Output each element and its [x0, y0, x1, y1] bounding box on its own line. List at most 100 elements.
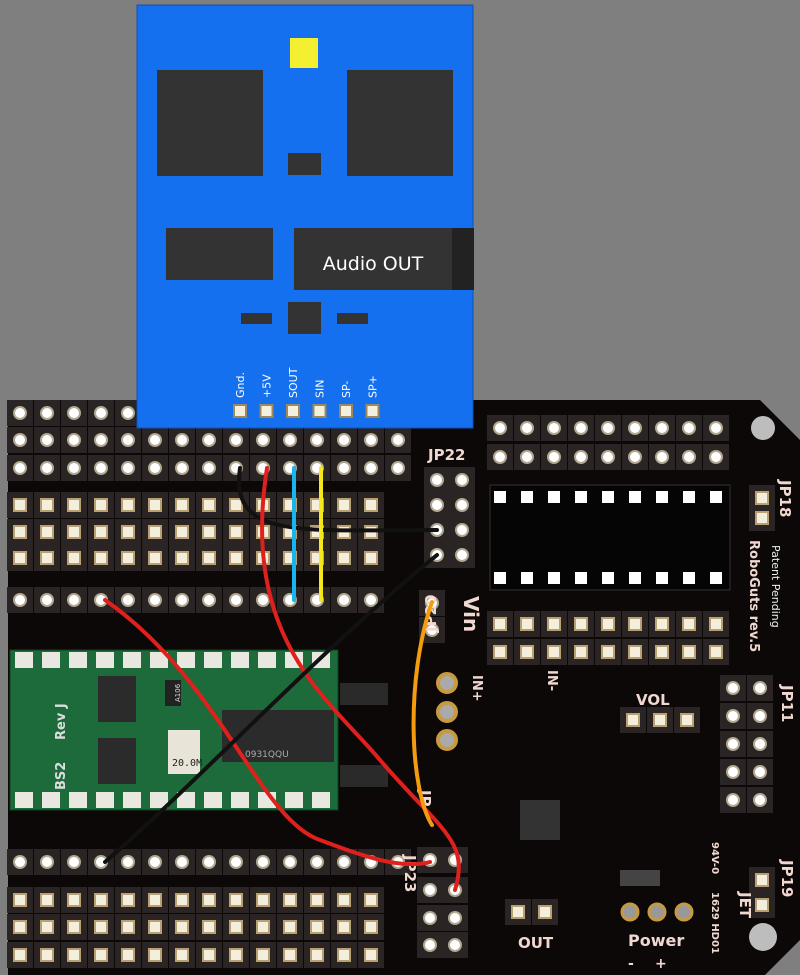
pin-pad	[601, 617, 615, 631]
bs2-pin	[69, 652, 87, 668]
pin-hole	[13, 433, 27, 447]
pin-hole	[601, 421, 615, 435]
pin-hole	[229, 433, 243, 447]
pin-hole	[13, 406, 27, 420]
pin-pad	[148, 893, 162, 907]
bs2-pin	[204, 792, 222, 808]
bs2-pin	[42, 652, 60, 668]
pin-pad	[755, 898, 769, 912]
pin-pad	[601, 645, 615, 659]
mount-hole	[751, 416, 775, 440]
pin-hole	[40, 855, 54, 869]
pin-hole	[202, 855, 216, 869]
pin-pad	[655, 617, 669, 631]
socket-pad	[629, 572, 641, 584]
pin-pad	[229, 893, 243, 907]
pin-pad	[67, 893, 81, 907]
pin-hole	[175, 855, 189, 869]
pin-pad	[121, 893, 135, 907]
socket-pads	[494, 491, 722, 584]
pin-pad	[682, 617, 696, 631]
pin-pad	[40, 551, 54, 565]
power-pad	[436, 701, 458, 723]
pin-pad	[229, 525, 243, 539]
module-pin	[286, 404, 300, 418]
pin-hole	[520, 450, 534, 464]
chip-code: 0931QQU	[245, 750, 289, 760]
module-pin-label: Gnd.	[234, 372, 247, 398]
pin-pad	[148, 525, 162, 539]
pin-hole	[256, 433, 270, 447]
pin-hole	[148, 855, 162, 869]
pin-hole	[655, 421, 669, 435]
pin-hole	[67, 433, 81, 447]
pin-pad	[337, 893, 351, 907]
bs2-module: 20.0M A106 0931QQU Rev J BS2	[9, 649, 339, 811]
pin-pad	[709, 645, 723, 659]
socket-pad	[710, 491, 722, 503]
socket-pad	[575, 572, 587, 584]
pin-pad	[755, 873, 769, 887]
bs2-pin	[96, 792, 114, 808]
pin-hole	[175, 593, 189, 607]
pin-hole	[283, 433, 297, 447]
pin-hole	[726, 681, 740, 695]
bs2-pin	[258, 652, 276, 668]
pin-hole	[628, 450, 642, 464]
pin-pad	[682, 645, 696, 659]
pin-pad	[364, 551, 378, 565]
socket-pad	[710, 572, 722, 584]
pin-hole	[121, 433, 135, 447]
pin-pad	[202, 893, 216, 907]
pin-pad	[364, 498, 378, 512]
pin-pad	[680, 713, 694, 727]
pin-pad	[520, 645, 534, 659]
pin-hole	[121, 406, 135, 420]
pin-pad	[67, 525, 81, 539]
pin-pad	[148, 948, 162, 962]
pin-hole	[283, 855, 297, 869]
pin-hole	[121, 593, 135, 607]
power-label: Power	[628, 931, 684, 950]
pin-hole	[310, 433, 324, 447]
pin-pad	[67, 920, 81, 934]
vol-label: VOL	[636, 691, 670, 709]
wires	[103, 466, 461, 892]
power-minus: -	[628, 956, 634, 972]
pin-pad	[94, 948, 108, 962]
pin-hole	[13, 855, 27, 869]
pin-pad	[229, 498, 243, 512]
pin-pad	[755, 511, 769, 525]
pin-hole	[753, 737, 767, 751]
power-pad	[674, 902, 694, 922]
patent-label: Patent Pending	[769, 545, 782, 628]
pin-pad	[175, 525, 189, 539]
jp11-label: JP11	[778, 684, 796, 722]
jumper-block	[340, 683, 388, 705]
pin-pad	[13, 920, 27, 934]
bs2-pin	[15, 652, 33, 668]
bs2-pin	[231, 792, 249, 808]
bs2-pin	[231, 652, 249, 668]
pin-pad	[229, 948, 243, 962]
pin-hole	[256, 593, 270, 607]
pin-pad	[67, 498, 81, 512]
pin-hole	[94, 406, 108, 420]
board-name: RoboGuts rev.5	[746, 540, 761, 652]
bs2-pin	[150, 652, 168, 668]
pin-pad	[337, 498, 351, 512]
pin-pad	[175, 498, 189, 512]
pin-pad	[538, 905, 552, 919]
pin-hole	[574, 421, 588, 435]
pin-hole	[148, 433, 162, 447]
pin-pad	[148, 551, 162, 565]
socket-pad	[548, 491, 560, 503]
pin-hole	[67, 855, 81, 869]
module-pin-label: SP+	[367, 375, 380, 398]
pin-hole	[67, 593, 81, 607]
pin-pad	[121, 948, 135, 962]
pin-hole	[726, 793, 740, 807]
pin-pad	[94, 920, 108, 934]
pin-hole	[175, 433, 189, 447]
